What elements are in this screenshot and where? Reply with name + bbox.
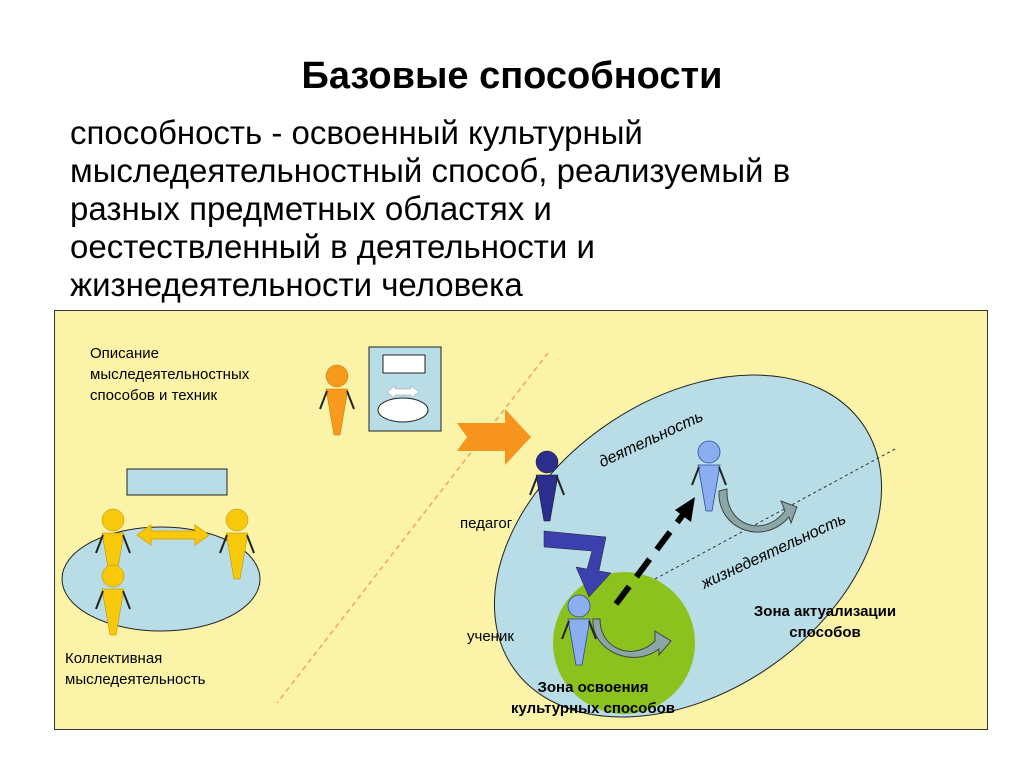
- divider-line: [276, 352, 549, 704]
- book-icon: [368, 346, 442, 432]
- black-dashed-arrow-icon: [613, 510, 688, 606]
- person-icon: [319, 364, 355, 436]
- collective-label: Коллективная мыследеятельность: [65, 648, 206, 690]
- label-line: Зона освоения: [537, 679, 649, 696]
- label-line: мыследеятельность: [65, 671, 206, 688]
- label-line: способов и техник: [90, 387, 218, 404]
- curved-arrow-icon: [718, 488, 798, 533]
- slide-title: Базовые способности: [301, 55, 723, 97]
- student-label: ученик: [467, 628, 514, 645]
- diagram-panel: Описание мыследеятельностных способов и …: [54, 310, 988, 730]
- definition-line: жизнедеятельности человека: [70, 266, 523, 303]
- definition-text: способность - освоенный культурный мысле…: [70, 114, 990, 304]
- description-label: Описание мыследеятельностных способов и …: [90, 343, 249, 406]
- diagram-canvas: [61, 346, 896, 718]
- definition-line: разных предметных областях и: [70, 190, 552, 227]
- label-line: способов: [789, 624, 861, 641]
- definition-line: способность - освоенный культурный: [70, 114, 643, 151]
- curved-arrow-icon: [592, 618, 672, 658]
- label-line: мыследеятельностных: [90, 366, 250, 383]
- blue-bent-arrow-icon: [543, 530, 612, 598]
- teacher-label: педагог: [460, 515, 513, 532]
- collective-board: [126, 468, 228, 496]
- arrow-head: [675, 497, 695, 522]
- label-line: Зона актуализации: [753, 603, 897, 620]
- label-line: Описание: [90, 345, 160, 362]
- double-arrow-icon: [136, 524, 210, 546]
- label-line: Коллективная: [65, 650, 163, 667]
- actualization-zone-label: Зона актуализации способов: [737, 601, 913, 643]
- label-line: культурных способов: [510, 700, 675, 717]
- orange-arrow-icon: [457, 409, 531, 465]
- mastering-zone-label: Зона освоения культурных способов: [483, 677, 703, 719]
- definition-line: оестествленный в деятельности и: [70, 228, 595, 265]
- definition-line: мыследеятельностный способ, реализуемый …: [70, 152, 791, 189]
